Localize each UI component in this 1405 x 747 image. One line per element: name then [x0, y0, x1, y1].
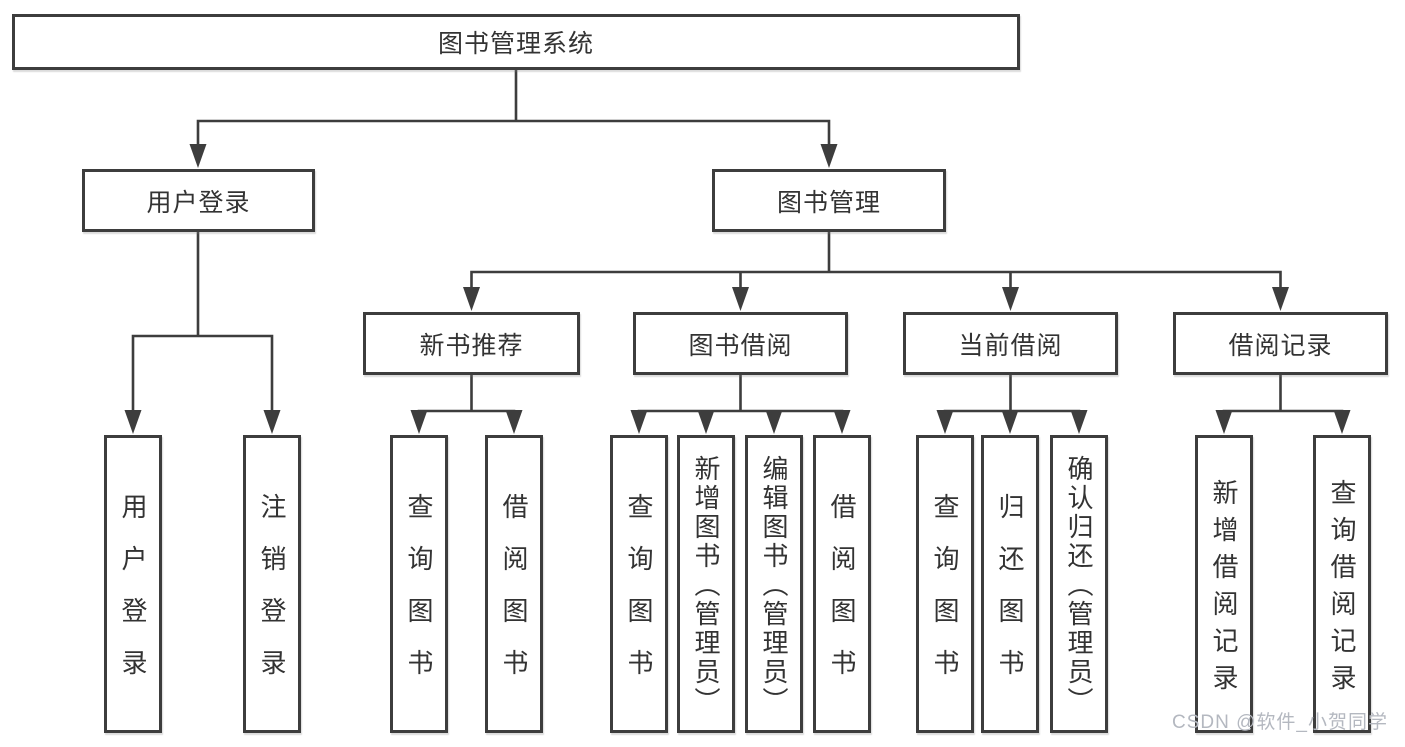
- node-label: 查询图书: [404, 493, 434, 701]
- node-label: 图书管理: [776, 188, 881, 217]
- node-label: 当前借阅: [958, 331, 1063, 360]
- arrow-icon: [1002, 287, 1019, 311]
- arrow-icon: [1333, 410, 1351, 434]
- node-label: 借阅图书: [499, 493, 529, 701]
- arrow-icon: [505, 410, 523, 434]
- node-label: 图书借阅: [688, 331, 793, 360]
- node-query-books-current: 查询图书: [916, 435, 974, 733]
- connector-current-borrowing: [943, 373, 1081, 415]
- node-logout: 注销登录: [243, 435, 301, 733]
- arrow-icon: [1215, 410, 1233, 434]
- node-label: 编辑图书（管理员）: [759, 455, 789, 716]
- node-root: 图书管理系统: [12, 14, 1020, 70]
- node-label: 确认归还（管理员）: [1064, 455, 1094, 716]
- node-label: 用户登录: [146, 188, 251, 217]
- connector-borrowing-records: [1222, 373, 1344, 415]
- node-label: 借阅记录: [1228, 331, 1333, 360]
- node-current-borrowing: 当前借阅: [903, 312, 1118, 375]
- watermark: CSDN @软件_小贺同学: [1172, 712, 1388, 733]
- arrow-icon: [463, 287, 480, 311]
- arrow-icon: [765, 410, 783, 434]
- node-label: 注销登录: [257, 493, 287, 701]
- node-edit-books-admin: 编辑图书（管理员）: [745, 435, 803, 733]
- node-book-borrowing: 图书借阅: [633, 312, 848, 375]
- connector-book-management: [470, 230, 1282, 292]
- arrow-icon: [263, 410, 281, 434]
- node-query-books-recommend: 查询图书: [390, 435, 448, 733]
- node-label: 查询图书: [930, 493, 960, 701]
- node-book-management: 图书管理: [712, 169, 946, 232]
- node-user-login-leaf: 用户登录: [104, 435, 162, 733]
- node-label: 用户登录: [118, 493, 148, 701]
- node-label: 借阅图书: [827, 493, 857, 701]
- arrow-icon: [936, 410, 954, 434]
- node-return-books: 归还图书: [981, 435, 1039, 733]
- connector-user-login: [131, 230, 274, 414]
- node-borrow-books-leaf: 借阅图书: [813, 435, 871, 733]
- node-label: 查询借阅记录: [1327, 478, 1357, 701]
- connector-new-book-recommend: [417, 373, 516, 415]
- node-user-login: 用户登录: [82, 169, 315, 232]
- node-add-borrow-record: 新增借阅记录: [1195, 435, 1253, 733]
- arrowheads: [124, 144, 1351, 434]
- node-borrowing-records: 借阅记录: [1173, 312, 1388, 375]
- node-borrow-books-recommend: 借阅图书: [485, 435, 543, 733]
- arrow-icon: [697, 410, 715, 434]
- node-label: 图书管理系统: [437, 30, 594, 58]
- connector-book-borrowing: [637, 373, 844, 415]
- node-label: 新增借阅记录: [1209, 478, 1239, 701]
- connector-root: [196, 68, 831, 150]
- node-new-book-recommend: 新书推荐: [363, 312, 580, 375]
- node-confirm-return-admin: 确认归还（管理员）: [1050, 435, 1108, 733]
- node-label: 新增图书（管理员）: [691, 455, 721, 716]
- node-label: 新书推荐: [419, 331, 524, 360]
- arrow-icon: [833, 410, 851, 434]
- arrow-icon: [1272, 287, 1289, 311]
- node-query-borrow-record: 查询借阅记录: [1313, 435, 1371, 733]
- arrow-icon: [1001, 410, 1019, 434]
- arrow-icon: [189, 144, 207, 168]
- node-query-books-borrowing: 查询图书: [610, 435, 668, 733]
- arrow-icon: [410, 410, 428, 434]
- node-label: 查询图书: [624, 493, 654, 701]
- arrow-icon: [732, 287, 749, 311]
- node-add-books-admin: 新增图书（管理员）: [677, 435, 735, 733]
- arrow-icon: [820, 144, 838, 168]
- arrow-icon: [630, 410, 648, 434]
- arrow-icon: [124, 410, 142, 434]
- node-label: 归还图书: [995, 493, 1025, 701]
- arrow-icon: [1070, 410, 1088, 434]
